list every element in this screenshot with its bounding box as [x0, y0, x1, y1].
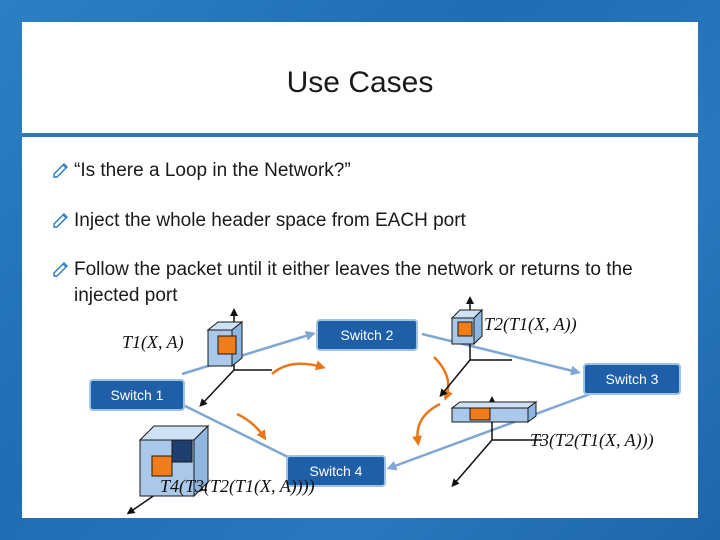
node-t3 — [450, 396, 542, 488]
title-band: Use Cases — [22, 22, 698, 134]
bullet-3: Follow the packet until it either leaves… — [53, 257, 634, 309]
axis-line — [199, 369, 235, 407]
link-s4-s3 — [386, 392, 591, 471]
node-t1 — [199, 308, 272, 407]
flow-curve-1 — [271, 360, 326, 375]
flow-curve-3 — [412, 402, 441, 446]
packet-square — [469, 407, 491, 421]
bullet-1: “Is there a Loop in the Network?” — [53, 158, 634, 184]
link-s2-s3 — [421, 332, 581, 376]
bullet-3-text: Follow the packet until it either leaves… — [74, 259, 633, 306]
header-space-cube — [450, 308, 484, 346]
expr-t2: T2(T1(X, A)) — [484, 314, 577, 335]
bullet-2-text: Inject the whole header space from EACH … — [74, 210, 466, 231]
expr-t1: T1(X, A) — [122, 332, 184, 353]
link-s1-s2 — [181, 330, 316, 376]
network-diagram: Switch 1 Switch 2 Switch 3 Switch 4 T1(X… — [89, 296, 681, 515]
node-t4 — [126, 424, 210, 515]
title-divider — [22, 133, 698, 137]
inner-cube — [171, 439, 193, 463]
slide-title: Use Cases — [286, 66, 434, 99]
bullet-2: Inject the whole header space from EACH … — [53, 208, 634, 234]
switch-1: Switch 1 — [89, 379, 185, 411]
axis-line — [439, 359, 471, 398]
switch-2-label: Switch 2 — [341, 327, 394, 343]
header-space-cube — [450, 401, 538, 423]
switch-4: Switch 4 — [286, 455, 386, 487]
switch-3: Switch 3 — [583, 363, 681, 395]
node-t2 — [439, 296, 512, 398]
slide: Use Cases “Is there a Loop in the Networ… — [22, 22, 698, 518]
packet-square — [151, 455, 173, 477]
header-space-cube — [206, 320, 244, 368]
axis-line — [451, 439, 493, 488]
header-space-cube — [138, 424, 210, 498]
expr-t4: T4(T3(T2(T1(X, A)))) — [160, 476, 315, 497]
switch-1-label: Switch 1 — [111, 387, 164, 403]
flow-curve-4 — [236, 412, 267, 441]
switch-4-label: Switch 4 — [310, 463, 363, 479]
link-s1-s4 — [171, 399, 295, 462]
packet-square — [457, 321, 473, 337]
pencil-bullet-icon — [53, 213, 68, 228]
pencil-bullet-icon — [53, 262, 68, 277]
switch-3-label: Switch 3 — [606, 371, 659, 387]
expr-t3: T3(T2(T1(X, A))) — [530, 430, 654, 451]
packet-square — [217, 335, 237, 355]
bullet-1-text: “Is there a Loop in the Network?” — [74, 160, 351, 181]
flow-curve-2 — [433, 356, 453, 401]
pencil-bullet-icon — [53, 163, 68, 178]
switch-2: Switch 2 — [316, 319, 418, 351]
link-lines — [171, 330, 591, 471]
